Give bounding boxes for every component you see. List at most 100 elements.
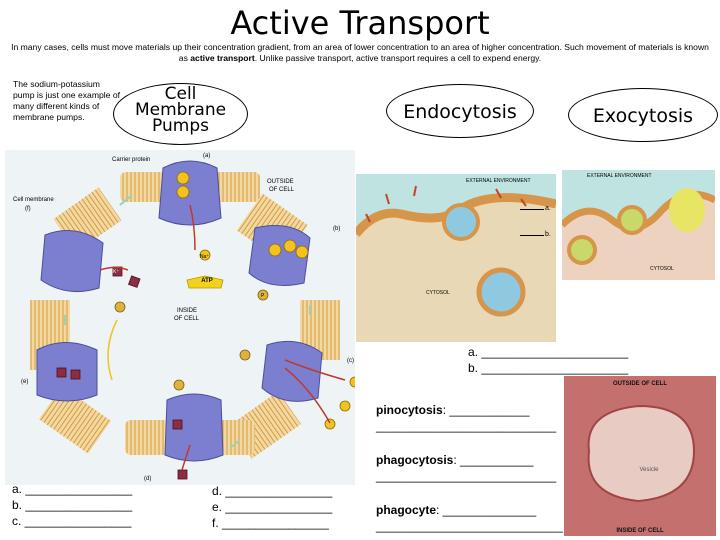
- phosphate-group: [257, 289, 269, 301]
- exo-vesicle-2: [617, 205, 647, 235]
- intro-text-before: In many cases, cells must move materials…: [11, 42, 709, 63]
- phosphate-group: [114, 301, 126, 313]
- exocytosis-oval: Exocytosis: [568, 88, 718, 142]
- na-ion: [349, 376, 355, 388]
- carrier-proteins: [36, 160, 323, 462]
- carrier-protein-d: [164, 393, 224, 462]
- exo-external-label: EXTERNAL ENVIRONMENT: [587, 173, 652, 179]
- page-title: Active Transport: [230, 4, 490, 42]
- potassium-ions: [56, 266, 188, 480]
- step-label-f: (f): [25, 206, 31, 212]
- carrier-protein-label: Carrier protein: [112, 157, 150, 163]
- term-pinocytosis-blank: : ____________: [442, 403, 530, 417]
- carrier-protein-b: [248, 225, 311, 286]
- pump-answer-a[interactable]: a. ________________: [12, 482, 133, 496]
- sodium-ions: [176, 171, 355, 430]
- endo-answer-a[interactable]: a. ______________________: [468, 345, 629, 359]
- term-phagocyte-blank: : ______________: [436, 503, 537, 517]
- k-label: K⁺: [113, 269, 119, 275]
- k-ion: [56, 367, 67, 378]
- k-ion: [70, 369, 81, 380]
- k-ion: [128, 275, 141, 288]
- phosphate-group: [239, 349, 251, 361]
- phosphate-group: [173, 379, 185, 391]
- endo-pointer-b: b.: [545, 231, 551, 238]
- cycle-arrows: [64, 194, 311, 449]
- exo-vesicle-1: [567, 235, 597, 265]
- term-phagocytosis-label: phagocytosis: [376, 453, 454, 467]
- exo-cytosol-label: CYTOSOL: [650, 266, 674, 272]
- micrograph-bottom-label: INSIDE OF CELL: [616, 528, 664, 534]
- sodium-potassium-pump-figure: Carrier protein Cell membrane OUTSIDE OF…: [5, 150, 355, 485]
- term-phagocyte-label: phagocyte: [376, 503, 437, 517]
- term-phagocytosis-line[interactable]: ___________________________: [376, 469, 557, 483]
- step-label-a: (a): [203, 153, 210, 159]
- term-pinocytosis-line[interactable]: ___________________________: [376, 419, 557, 433]
- term-pinocytosis[interactable]: pinocytosis: ____________: [376, 403, 529, 417]
- cell-membrane-pumps-oval: Cell Membrane Pumps: [113, 83, 248, 145]
- phosphate-return-arrow: [107, 319, 118, 381]
- na-label: Na⁺: [200, 254, 209, 260]
- intro-bold-term: active transport: [190, 53, 255, 63]
- oval-pumps-line-3: Pumps: [152, 116, 209, 136]
- step-label-b: (b): [333, 226, 340, 232]
- na-ion: [176, 185, 190, 199]
- outside-label-2: OF CELL: [269, 187, 295, 193]
- phagocytosis-micrograph: OUTSIDE OF CELL INSIDE OF CELL Vesicle: [564, 376, 716, 536]
- pump-answer-c[interactable]: c. ________________: [12, 514, 132, 528]
- pointer-line-a: [520, 209, 544, 210]
- term-phagocytosis[interactable]: phagocytosis: ___________: [376, 453, 533, 467]
- step-label-d: (d): [144, 476, 151, 482]
- step-label-c: (c): [347, 358, 354, 364]
- na-ion: [176, 171, 190, 185]
- pointer-line-b: [520, 235, 544, 236]
- endo-pointer-a: a.: [545, 205, 551, 212]
- ion-path-arrows: [99, 204, 346, 471]
- exocytosis-figure: EXTERNAL ENVIRONMENT CYTOSOL: [562, 170, 715, 280]
- atp-burst: [186, 275, 224, 289]
- micrograph-vesicle: [587, 404, 696, 503]
- endocytosis-figure: EXTERNAL ENVIRONMENT CYTOSOL: [356, 174, 556, 342]
- forming-vesicle: [442, 203, 480, 241]
- endocytosis-oval: Endocytosis: [386, 84, 534, 138]
- step-label-e: (e): [21, 379, 28, 385]
- k-ion: [172, 419, 183, 430]
- endo-cytosol-label: CYTOSOL: [426, 290, 450, 296]
- atp-label: ATP: [201, 278, 213, 284]
- inside-label-2: OF CELL: [174, 316, 200, 322]
- phosphate-label: P: [261, 293, 265, 299]
- term-phagocytosis-blank: : ___________: [453, 453, 534, 467]
- micrograph-vesicle-label: Vesicle: [639, 467, 659, 473]
- oval-pumps-line-2: Membrane: [134, 100, 227, 120]
- inside-label-1: INSIDE: [177, 308, 197, 314]
- pump-note: The sodium-potassium pump is just one ex…: [13, 79, 121, 122]
- phosphate-groups: [114, 289, 269, 391]
- na-ion: [339, 400, 351, 412]
- na-ion: [199, 249, 211, 261]
- intro-paragraph: In many cases, cells must move materials…: [6, 42, 714, 64]
- carrier-protein-f: [40, 230, 104, 293]
- endo-external-label: EXTERNAL ENVIRONMENT: [466, 178, 531, 184]
- intro-text-after: . Unlike passive transport, active trans…: [254, 53, 542, 63]
- pump-answer-b[interactable]: b. ________________: [12, 498, 133, 512]
- term-phagocyte[interactable]: phagocyte: ______________: [376, 503, 536, 517]
- endo-vesicle: [476, 267, 526, 317]
- exo-release: [669, 188, 705, 232]
- na-ion: [283, 239, 297, 253]
- oval-pumps-line-1: Cell: [164, 84, 197, 104]
- pump-answer-e[interactable]: e. ________________: [212, 500, 333, 514]
- carrier-protein-c: [261, 340, 323, 402]
- pump-answer-f[interactable]: f. ________________: [212, 516, 329, 530]
- micrograph-top-label: OUTSIDE OF CELL: [613, 381, 667, 387]
- endo-answer-b[interactable]: b. ______________________: [468, 361, 629, 375]
- na-ion: [295, 245, 309, 259]
- pump-answer-d[interactable]: d. ________________: [212, 484, 333, 498]
- carrier-protein-e: [36, 342, 98, 402]
- outside-label-1: OUTSIDE: [267, 179, 294, 185]
- na-ion: [268, 243, 282, 257]
- endo-particles: [365, 185, 527, 223]
- term-phagocyte-line[interactable]: ____________________________: [376, 519, 563, 533]
- cell-membrane-label: Cell membrane: [13, 197, 54, 203]
- na-ion: [324, 418, 336, 430]
- carrier-protein-a: [158, 160, 222, 226]
